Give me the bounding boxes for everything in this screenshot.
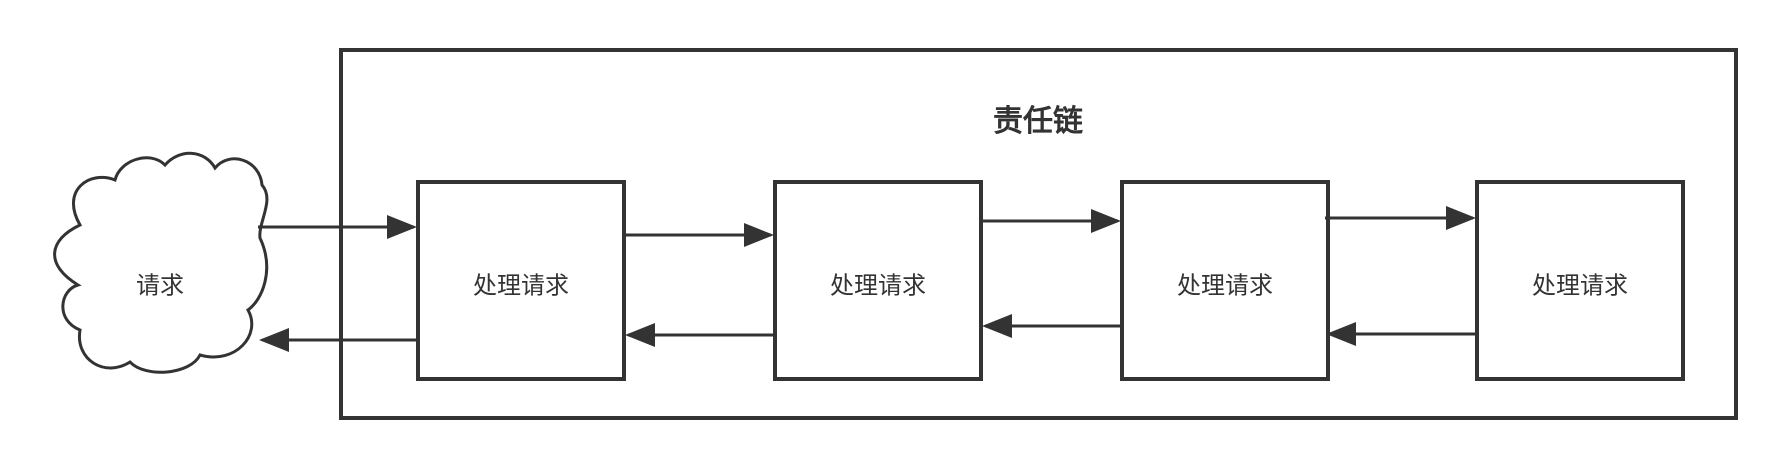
chain-container <box>339 48 1738 420</box>
client-label: 请求 <box>136 271 184 300</box>
client-cloud <box>53 151 269 374</box>
handler-label-2: 处理请求 <box>830 271 926 300</box>
handler-label-3: 处理请求 <box>1177 271 1273 300</box>
handler-box-3 <box>1120 180 1330 381</box>
handler-box-4 <box>1475 180 1685 381</box>
handler-label-1: 处理请求 <box>473 271 569 300</box>
handler-label-4: 处理请求 <box>1532 271 1628 300</box>
diagram-title: 责任链 <box>993 104 1083 139</box>
handler-box-1 <box>416 180 626 381</box>
handler-box-2 <box>773 180 983 381</box>
